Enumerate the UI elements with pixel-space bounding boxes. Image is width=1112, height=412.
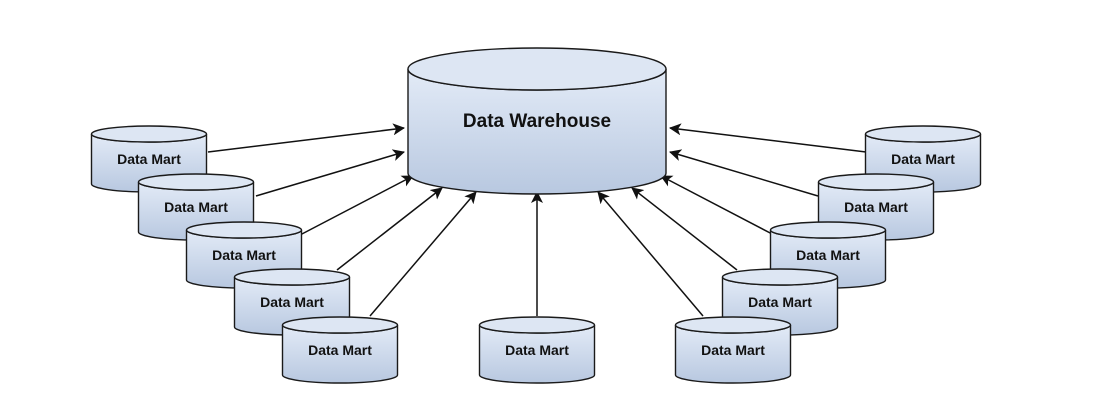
arrow-1	[207, 123, 405, 153]
data-mart-7: Data Mart	[674, 316, 792, 384]
arrow-9	[660, 175, 775, 236]
data-mart-7-label: Data Mart	[701, 342, 765, 358]
data-mart-9-top	[769, 221, 887, 239]
arrow-2	[255, 149, 405, 197]
data-mart-8-label: Data Mart	[748, 294, 812, 310]
data-mart-5-top	[281, 316, 399, 334]
data-mart-1-label: Data Mart	[117, 151, 181, 167]
data-warehouse-label: Data Warehouse	[463, 111, 611, 132]
data-mart-10-label: Data Mart	[844, 199, 908, 215]
data-mart-2-top	[137, 173, 255, 191]
data-mart-1-top	[90, 125, 208, 143]
arrow-8	[631, 187, 738, 271]
data-mart-6-label: Data Mart	[505, 342, 569, 358]
arrow-4	[336, 187, 443, 271]
arrow-11	[669, 123, 867, 153]
data-warehouse-top	[407, 47, 667, 91]
data-warehouse: Data Warehouse	[407, 47, 667, 195]
data-mart-3-label: Data Mart	[212, 247, 276, 263]
data-mart-6: Data Mart	[478, 316, 596, 384]
data-mart-10-top	[817, 173, 935, 191]
data-mart-5-label: Data Mart	[308, 342, 372, 358]
data-mart-7-top	[674, 316, 792, 334]
data-mart-8-top	[721, 268, 839, 286]
data-mart-11-label: Data Mart	[891, 151, 955, 167]
data-mart-6-top	[478, 316, 596, 334]
data-mart-11-top	[864, 125, 982, 143]
arrow-3	[299, 175, 414, 236]
arrow-7	[597, 191, 704, 317]
arrows-layer	[207, 123, 867, 317]
data-mart-4-top	[233, 268, 351, 286]
data-mart-2-label: Data Mart	[164, 199, 228, 215]
arrow-10	[669, 149, 819, 197]
arrow-5	[369, 191, 477, 317]
data-mart-5: Data Mart	[281, 316, 399, 384]
hub-layer: Data Warehouse	[407, 47, 667, 195]
data-mart-3-top	[185, 221, 303, 239]
data-mart-10: Data Mart	[817, 173, 935, 241]
data-mart-4-label: Data Mart	[260, 294, 324, 310]
data-mart-9-label: Data Mart	[796, 247, 860, 263]
